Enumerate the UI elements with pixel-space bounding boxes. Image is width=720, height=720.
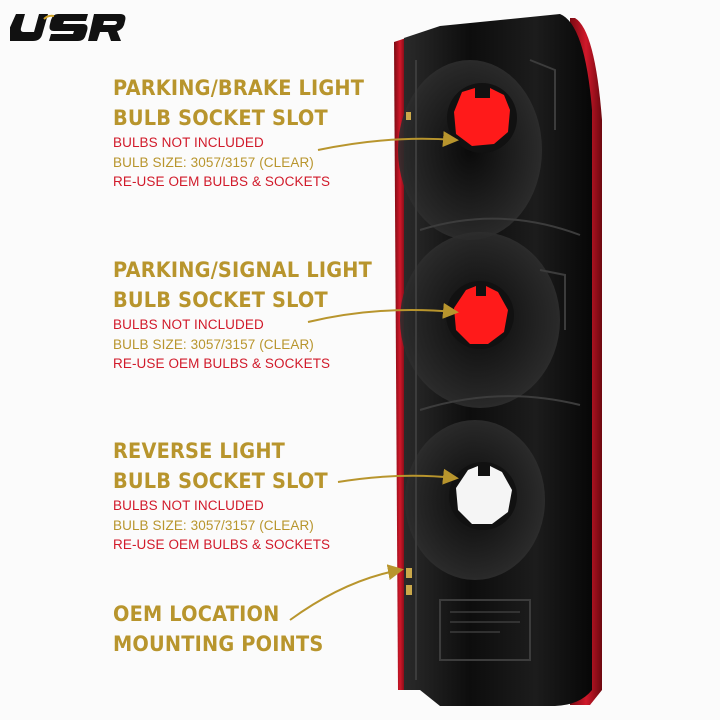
- callout-note: BULBS NOT INCLUDED: [113, 498, 264, 513]
- tail-light-housing: [394, 14, 602, 706]
- callout-title: PARKING/BRAKE LIGHT: [113, 76, 365, 100]
- callout-note: RE-USE OEM BULBS & SOCKETS: [113, 537, 331, 552]
- callout-title: MOUNTING POINTS: [113, 632, 324, 656]
- reverse-socket: [449, 462, 517, 530]
- callout-note: BULBS NOT INCLUDED: [113, 317, 264, 332]
- callout-title: PARKING/SIGNAL LIGHT: [113, 258, 372, 282]
- callout-note: RE-USE OEM BULBS & SOCKETS: [113, 356, 331, 371]
- brake-socket: [447, 83, 517, 153]
- callout-reverse-light: REVERSE LIGHT BULB SOCKET SLOT BULBS NOT…: [113, 436, 347, 555]
- callout-mounting-points: OEM LOCATION MOUNTING POINTS: [113, 599, 342, 659]
- callout-note: RE-USE OEM BULBS & SOCKETS: [113, 174, 331, 189]
- callout-note: BULBS NOT INCLUDED: [113, 135, 264, 150]
- callout-brake-light: PARKING/BRAKE LIGHT BULB SOCKET SLOT BUL…: [113, 73, 386, 192]
- callout-title: BULB SOCKET SLOT: [113, 288, 328, 312]
- callout-note: BULB SIZE: 3057/3157 (CLEAR): [113, 336, 314, 352]
- callout-title: REVERSE LIGHT: [113, 439, 286, 463]
- callout-title: BULB SOCKET SLOT: [113, 469, 328, 493]
- signal-socket: [446, 281, 514, 349]
- callout-note: BULB SIZE: 3057/3157 (CLEAR): [113, 517, 314, 533]
- callout-title: OEM LOCATION: [113, 602, 280, 626]
- callout-note: BULB SIZE: 3057/3157 (CLEAR): [113, 154, 314, 170]
- mounting-points: [406, 112, 412, 595]
- callout-title: BULB SOCKET SLOT: [113, 106, 328, 130]
- brand-logo: [10, 14, 126, 41]
- callout-signal-light: PARKING/SIGNAL LIGHT BULB SOCKET SLOT BU…: [113, 255, 394, 374]
